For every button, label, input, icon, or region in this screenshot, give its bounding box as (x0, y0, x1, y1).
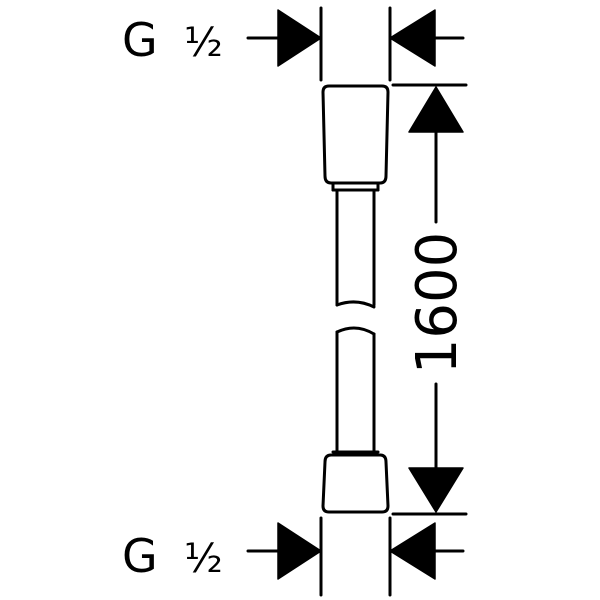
hose-lower-segment (335, 326, 376, 454)
bottom-arrow-right (389, 522, 436, 580)
bottom-fitting-nut (321, 453, 390, 514)
length-arrow-up (408, 86, 464, 133)
top-thread-dimension (246, 6, 465, 82)
top-thread-size: ½ (184, 20, 223, 66)
bottom-thread-size: ½ (184, 536, 223, 582)
length-value: 1600 (405, 232, 470, 375)
top-thread-letter: G (122, 13, 158, 67)
top-fitting-nut (321, 84, 390, 185)
length-arrow-down (408, 467, 464, 513)
length-dimension (391, 83, 468, 516)
bottom-arrow-left (277, 522, 322, 580)
top-arrow-right (389, 9, 436, 67)
bottom-thread-dimension (246, 516, 465, 597)
bottom-thread-letter: G (122, 529, 158, 583)
top-arrow-left (277, 9, 322, 67)
hose-upper-segment (335, 188, 376, 309)
